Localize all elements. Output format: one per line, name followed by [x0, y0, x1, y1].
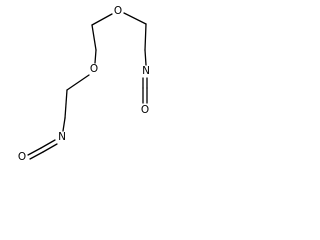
bond-c-o-left-2 [29, 151, 44, 160]
atom-o-left: O [18, 151, 26, 163]
atom-o-right: O [141, 104, 149, 116]
bond-c1-c2 [144, 23, 147, 51]
bond-c2-n-right [144, 49, 147, 66]
molecule-structure: O O N O N O [18, 5, 150, 163]
atom-o-top: O [114, 5, 122, 17]
atom-labels: O O N O N O [18, 5, 150, 163]
bond-o-mid-c5 [66, 74, 90, 91]
atom-n-right: N [142, 65, 150, 77]
bond-c5-c6 [64, 89, 68, 119]
atom-n-left: N [58, 131, 66, 143]
bonds [27, 12, 148, 160]
bond-o-top-c3 [91, 13, 113, 26]
bond-c4-o-mid [94, 49, 97, 64]
bond-o-top-c1 [123, 12, 147, 25]
bond-c6-n-left [62, 117, 66, 132]
bond-n-left-c-2 [42, 143, 58, 153]
bond-n-left-c [40, 139, 56, 149]
atom-o-mid: O [90, 63, 98, 75]
bond-c3-c4 [91, 24, 97, 51]
bond-c-o-left [27, 147, 42, 156]
